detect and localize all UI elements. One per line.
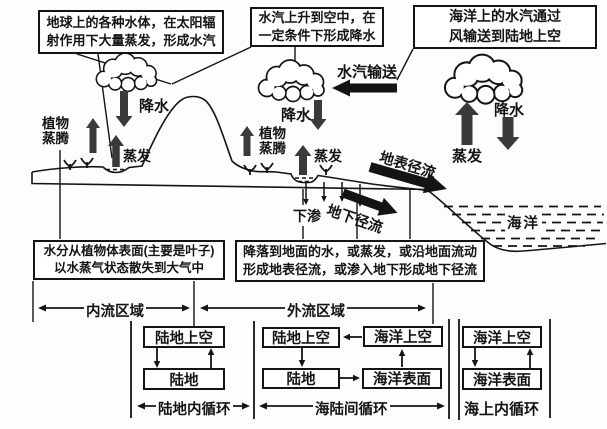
plant-icon (243, 164, 257, 175)
label-precipitation-left: 降水 (139, 98, 170, 115)
leader-box2 (171, 46, 252, 85)
precipitation-arrow-left (115, 91, 133, 127)
flowbox-ocean-surface-2: 海洋表面 (362, 368, 442, 389)
flow-arrow-landsky1-down (153, 348, 161, 368)
infiltration-arrow-2 (321, 182, 327, 202)
flowbox-ocean-sky-2: 海洋上空 (363, 326, 443, 347)
explanation-text: 水汽上升到空中，在 (258, 9, 376, 25)
leader-box3 (396, 48, 414, 81)
transpiration-arrow-left (86, 118, 100, 153)
label-evaporation-right: 蒸发 (452, 148, 483, 165)
leader-lines (32, 46, 434, 326)
label-region-exorheic: 外流区域 (285, 300, 347, 321)
label-plant-transpiration-middle: 植物 蒸腾 (259, 126, 286, 156)
explanation-text: 风输送到陆地上空 (449, 28, 561, 44)
label-region-inland: 内流区域 (84, 300, 146, 321)
description-text: 以水蒸气状态散失到大气中 (53, 261, 204, 275)
surface-runoff-arrow (368, 162, 447, 194)
label-precipitation-middle: 降水 (281, 107, 312, 124)
label-evaporation-middle: 蒸发 (314, 148, 342, 164)
plant-icon (63, 159, 77, 170)
description-text: 形成地表径流，或渗入地下形成地下径流 (242, 262, 477, 277)
transpiration-arrow-middle (240, 126, 254, 156)
cloud-right (443, 53, 524, 105)
terrain-baseline (31, 172, 431, 191)
pond-dashes (106, 168, 316, 183)
cloud-left (95, 52, 158, 93)
plants (63, 157, 333, 175)
flowbox-land-2: 陆地 (262, 368, 340, 389)
clouds (95, 52, 524, 105)
cloud-middle (257, 59, 325, 103)
infiltration-arrow-4 (357, 184, 363, 207)
explanation-text: 海洋上的水汽通过 (449, 8, 561, 25)
label-precipitation-right: 降水 (494, 102, 525, 119)
thick-arrows (332, 79, 447, 216)
label-cycle-sealand: 海陆间循环 (313, 398, 390, 419)
flow-arrow-oceansurface3-up (526, 348, 534, 368)
flowbox-land-sky-2: 陆地上空 (262, 327, 340, 348)
label-ocean: 海洋 (505, 212, 542, 233)
description-box-transpiration: 水分从植物体表面(主要是叶子) 以水蒸气状态散失到大气中 (33, 240, 225, 280)
flow-arrow-land1-up (207, 348, 215, 368)
precipitation-arrow-middle (309, 100, 327, 130)
label-infiltration: 下渗 (291, 206, 323, 226)
explanation-box-evaporation: 地球上的各种水体，在太阳辐 射作用下大量蒸发，形成水汽 (38, 10, 224, 54)
explanation-text: 一定条件下形成降水 (258, 28, 376, 43)
label-vapor-transport: 水汽输送 (337, 64, 398, 81)
label-evaporation-left: 蒸发 (123, 148, 151, 164)
flow-arrow-land-to-oceansurface (340, 374, 360, 382)
evaporation-arrow-middle (294, 145, 312, 175)
vapor-transport-arrow (332, 79, 397, 97)
infiltration-arrow-1 (303, 183, 309, 205)
flowbox-land-sky-1: 陆地上空 (143, 326, 225, 348)
explanation-box-precipitation: 水汽上升到空中，在 一定条件下形成降水 (250, 7, 384, 47)
flow-arrow-oceansky-to-landsky (343, 333, 362, 341)
evaporation-arrow-right (455, 102, 479, 145)
flow-arrow-oceansurface-up (398, 349, 406, 367)
flowbox-land-1: 陆地 (143, 368, 225, 390)
description-box-runoff: 降落到地面的水，或蒸发，或沿地面流动 形成地表径流，或渗入地下形成地下径流 (235, 240, 485, 282)
precipitation-arrow-right (496, 117, 520, 150)
flowbox-ocean-sky-3: 海洋上空 (462, 326, 542, 348)
underground-runoff-arrow (341, 188, 398, 216)
flow-arrow-landsky2-down (298, 348, 306, 367)
flowbox-ocean-surface-3: 海洋表面 (462, 368, 542, 390)
group-bars (130, 319, 551, 420)
infiltration-arrow-3 (339, 182, 345, 202)
label-plant-transpiration-left: 植物 蒸腾 (42, 116, 69, 146)
description-text: 降落到地面的水，或蒸发，或沿地面流动 (242, 244, 477, 260)
plant-icon (319, 164, 333, 175)
explanation-text: 地球上的各种水体，在太阳辐 (46, 14, 216, 30)
label-cycle-sea: 海上内循环 (464, 401, 540, 418)
explanation-box-vapor-transport: 海洋上的水汽通过 风输送到陆地上空 (413, 5, 597, 49)
plant-icon (260, 162, 274, 173)
label-cycle-land: 陆地内循环 (156, 398, 233, 419)
description-text: 水分从植物体表面(主要是叶子) (43, 244, 215, 259)
explanation-text: 射作用下大量蒸发，形成水汽 (46, 33, 216, 48)
evaporation-arrow-left (108, 135, 124, 167)
flow-arrow-oceansky3-down (471, 347, 479, 367)
plant-icon (80, 157, 94, 168)
